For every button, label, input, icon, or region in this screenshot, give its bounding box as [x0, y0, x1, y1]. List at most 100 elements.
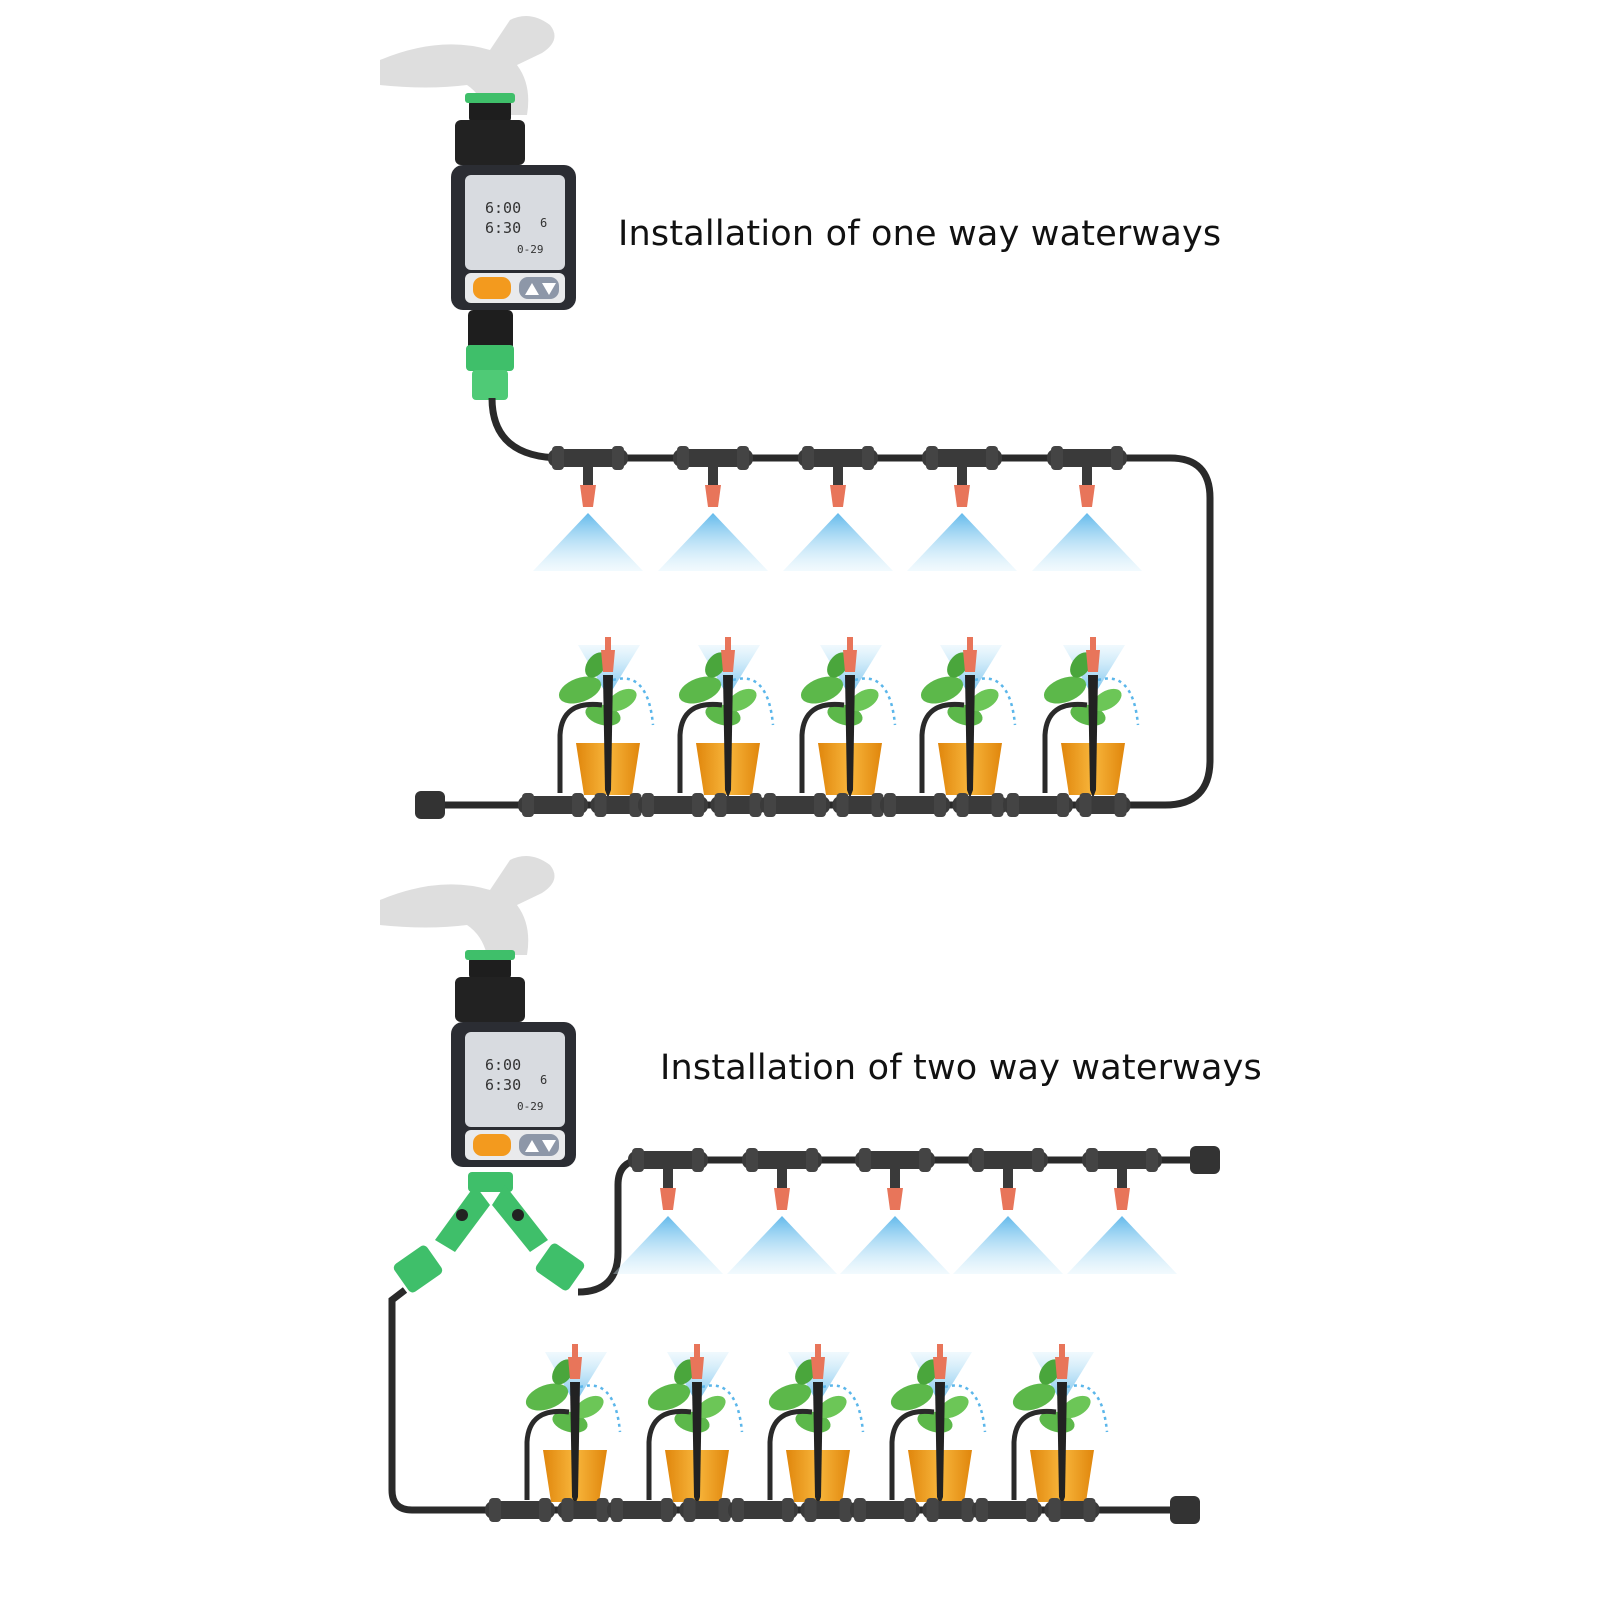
lcd-interval: 6: [540, 1073, 547, 1087]
dripper-head: [1086, 650, 1100, 672]
tee-collar-right: [1026, 1498, 1038, 1522]
micro-tube: [767, 1408, 813, 1500]
tee-collar-right: [961, 1498, 974, 1522]
tee-connector-icon: [679, 1498, 735, 1522]
tee-collar-left: [522, 793, 534, 817]
tap-body: [380, 16, 555, 115]
dripper-tip: [847, 637, 853, 651]
mist-nozzle-icon: [1067, 1168, 1177, 1274]
nozzle-head: [954, 485, 970, 507]
dripper-tip: [694, 1344, 700, 1358]
lcd-time-2: 6:30: [485, 219, 521, 237]
water-drip-arc: [854, 677, 897, 726]
dripper-stake: [1088, 675, 1098, 798]
tee-collar-right: [1111, 446, 1123, 470]
tee-collar-left: [1007, 793, 1019, 817]
leaf: [607, 688, 637, 712]
tee-connector-icon: [922, 446, 1002, 470]
tee-connector-icon: [880, 793, 950, 817]
tee-connector-icon: [922, 1498, 978, 1522]
tee-collar-right: [904, 1498, 916, 1522]
one-way-caption: Installation of one way waterways: [618, 214, 1222, 254]
water-drip-arc: [822, 1384, 865, 1433]
water-drip-arc: [944, 1384, 987, 1433]
tee-connector-icon: [638, 793, 708, 817]
y-splitter-top: [468, 1172, 513, 1192]
tee-body: [850, 1501, 920, 1519]
tee-collar-right: [934, 793, 946, 817]
tee-collar-left: [1079, 793, 1092, 817]
leaf: [525, 1383, 569, 1411]
dripper-stake: [813, 1382, 823, 1505]
tee-collar-left: [956, 793, 969, 817]
nozzle-head: [774, 1188, 790, 1210]
micro-tube: [919, 701, 965, 793]
tee-connector-icon: [710, 793, 766, 817]
nozzle-stem: [957, 465, 967, 485]
tee-collar-left: [683, 1498, 696, 1522]
potted-plant-with-dripper: [889, 1344, 987, 1505]
dripper-head: [601, 650, 615, 672]
tee-connector-icon: [968, 1148, 1048, 1172]
tee-connector-icon: [628, 1148, 708, 1172]
leaf: [795, 1359, 817, 1385]
potted-plant-with-dripper: [919, 637, 1017, 798]
mist-nozzle-icon: [1032, 465, 1142, 571]
dripper-tip: [605, 637, 611, 651]
tee-body: [760, 796, 830, 814]
tee-connector-icon: [972, 1498, 1042, 1522]
tee-body: [485, 1501, 555, 1519]
tee-connector-icon: [673, 446, 753, 470]
tee-collar-left: [677, 446, 689, 470]
tee-body: [1082, 1151, 1162, 1169]
tee-collar-left: [926, 446, 938, 470]
tee-collar-left: [976, 1498, 988, 1522]
tee-body: [518, 796, 588, 814]
leaf: [674, 1359, 696, 1385]
tee-connector-icon: [832, 793, 888, 817]
tee-connector-icon: [855, 1148, 935, 1172]
end-plug-icon: [415, 791, 445, 819]
lcd-time-1: 6:00: [485, 199, 521, 217]
mist-spray: [613, 1216, 723, 1274]
tee-collar-right: [862, 446, 874, 470]
mist-spray: [533, 513, 643, 571]
main-tube: [430, 397, 1214, 809]
lcd-screen: [465, 1032, 565, 1127]
leaf: [1070, 652, 1092, 678]
potted-plant-with-dripper: [524, 1344, 622, 1505]
nozzle-stem: [1117, 1168, 1127, 1188]
leaf: [1092, 688, 1122, 712]
tee-collar-left: [804, 1498, 817, 1522]
tee-collar-left: [859, 1148, 871, 1172]
leaf: [585, 652, 607, 678]
water-tap-icon: [380, 16, 555, 115]
nozzle-stem: [777, 1168, 787, 1188]
tee-collar-left: [1048, 1498, 1061, 1522]
leaf: [917, 1359, 939, 1385]
leaf: [1043, 676, 1087, 704]
tee-collar-right: [692, 1148, 704, 1172]
leaf: [800, 676, 844, 704]
set-button-icon: [473, 277, 511, 299]
water-drip-arc: [1066, 1384, 1109, 1433]
water-drip-arc: [974, 677, 1017, 726]
tee-collar-right: [718, 1498, 731, 1522]
tee-connector-icon: [557, 1498, 613, 1522]
water-drip-arc: [579, 1384, 622, 1433]
tee-body: [1003, 796, 1073, 814]
potted-plant-with-dripper: [1042, 637, 1140, 798]
leaf: [768, 1383, 812, 1411]
tee-body: [880, 796, 950, 814]
dripper-tip: [1090, 637, 1096, 651]
mist-nozzle-icon: [658, 465, 768, 571]
nozzle-stem: [708, 465, 718, 485]
dripper-stake: [603, 675, 613, 798]
water-drip-arc: [1097, 677, 1140, 726]
potted-plant-with-dripper: [1011, 1344, 1109, 1505]
dripper-stake: [965, 675, 975, 798]
dripper-head: [963, 650, 977, 672]
tee-collar-left: [972, 1148, 984, 1172]
